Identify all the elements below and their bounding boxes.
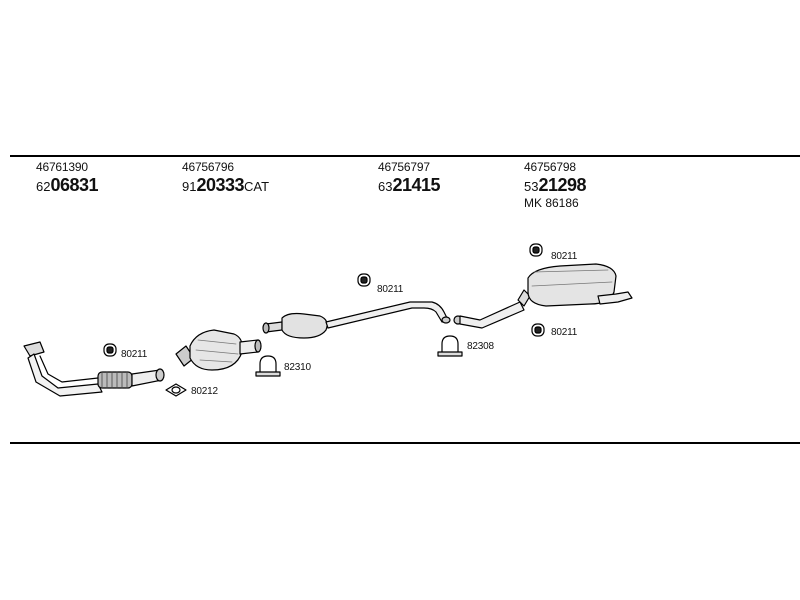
middle-silencer-part (262, 301, 451, 339)
front-pipe-part (23, 341, 165, 397)
callout-gasket: 80212 (191, 386, 218, 397)
callout-clamp-catalyst: 82310 (284, 362, 311, 373)
rear-silencer-part (453, 263, 633, 329)
reference-number: 9120333CAT (182, 175, 270, 195)
oe-number: 46756796 (182, 160, 234, 174)
callout-mount-rear-top: 80211 (551, 251, 578, 262)
rubber-mount-icon (529, 243, 543, 257)
u-clamp-icon (437, 335, 463, 357)
u-clamp-icon (255, 355, 281, 377)
reference-number: 5321298 (524, 175, 587, 195)
part-header-middle-silencer: 46756797 6321415 (378, 160, 441, 195)
part-header-catalyst: 46756796 9120333CAT (182, 161, 269, 194)
oe-number: 46761390 (36, 160, 88, 174)
part-header-rear-silencer: 46756798 5321298 MK 86186 (524, 160, 587, 210)
top-divider (10, 155, 800, 157)
callout-mount-middle: 80211 (377, 284, 404, 295)
rubber-mount-icon (531, 323, 545, 337)
reference-number: 6321415 (378, 175, 441, 195)
oe-number: 46756798 (524, 160, 576, 174)
mounting-kit-label: MK 86186 (524, 196, 579, 210)
callout-clamp-rear: 82308 (467, 341, 494, 352)
callout-mount-rear-bottom: 80211 (551, 327, 578, 338)
part-header-front-pipe: 46761390 6206831 (36, 160, 99, 195)
rubber-mount-icon (103, 343, 117, 357)
oe-number: 46756797 (378, 160, 430, 174)
callout-clamp-front: 80211 (121, 349, 148, 360)
reference-number: 6206831 (36, 175, 99, 195)
bottom-divider (10, 442, 800, 444)
catalytic-converter-part (175, 329, 262, 371)
gasket-icon (165, 383, 187, 397)
rubber-mount-icon (357, 273, 371, 287)
